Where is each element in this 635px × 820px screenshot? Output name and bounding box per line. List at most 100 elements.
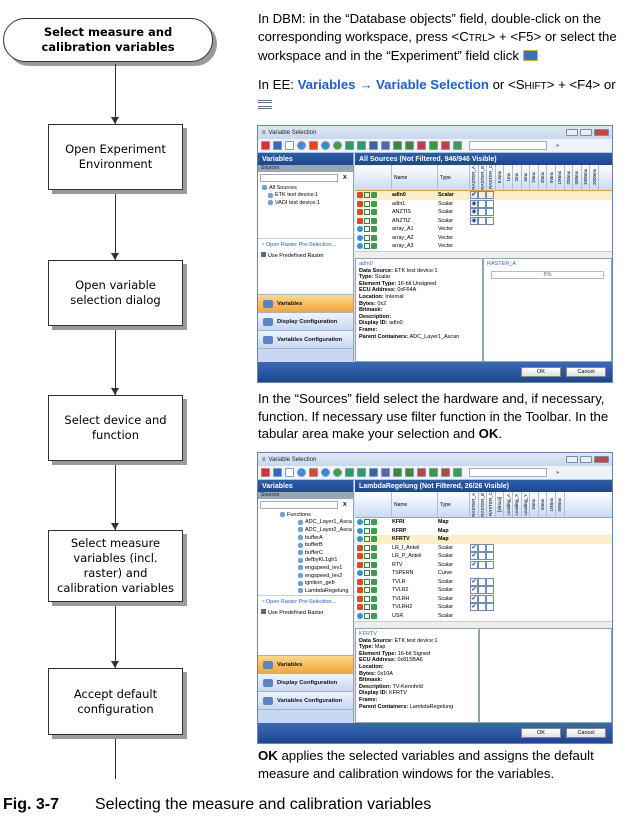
raster-checkbox[interactable] xyxy=(478,191,486,200)
raster-checkbox[interactable] xyxy=(486,552,494,561)
filter-input[interactable] xyxy=(469,141,547,150)
tree-item[interactable]: ETK test device:1 xyxy=(258,192,353,200)
tree-item[interactable]: bufferB xyxy=(258,541,353,549)
column-raster[interactable]: Leading_X xyxy=(513,492,522,517)
column-name[interactable]: Name xyxy=(392,492,438,517)
toolbar-icon[interactable] xyxy=(393,468,402,477)
toolbar-icon[interactable] xyxy=(357,141,366,150)
toolbar-icon[interactable] xyxy=(321,468,330,477)
toolbar-icon[interactable] xyxy=(309,141,318,150)
nav-variables-configuration[interactable]: Variables Configuration xyxy=(258,330,353,348)
column-raster[interactable]: 500ms xyxy=(556,492,565,517)
toolbar-icon[interactable] xyxy=(345,468,354,477)
raster-checkbox[interactable] xyxy=(478,603,486,612)
toolbar-icon[interactable] xyxy=(453,141,462,150)
raster-checkbox[interactable] xyxy=(486,560,494,569)
use-predefined-raster-checkbox[interactable]: Use Predefined Raster xyxy=(261,252,350,262)
column-raster[interactable]: RASTER_C xyxy=(487,492,496,517)
column-raster[interactable]: 1000ms xyxy=(582,165,591,190)
raster-checkbox[interactable]: ✔ xyxy=(470,191,478,200)
ok-button[interactable]: OK xyxy=(521,367,561,377)
toolbar-icon[interactable] xyxy=(369,468,378,477)
nav-display-configuration[interactable]: Display Configuration xyxy=(258,312,353,330)
raster-checkbox[interactable] xyxy=(486,216,494,225)
raster-checkbox[interactable]: ◉ xyxy=(470,199,478,208)
toolbar-icon[interactable] xyxy=(297,468,306,477)
raster-checkbox[interactable]: ✔ xyxy=(470,603,478,612)
menu-variables[interactable]: Variables xyxy=(297,77,356,92)
raster-checkbox[interactable]: ◉ xyxy=(470,216,478,225)
raster-checkbox[interactable] xyxy=(478,560,486,569)
column-raster[interactable]: [Virtual] xyxy=(496,492,505,517)
column-type[interactable]: Type xyxy=(438,165,470,190)
toolbar-icon[interactable] xyxy=(369,141,378,150)
tree-item[interactable]: Functions xyxy=(258,511,353,519)
column-raster[interactable]: 2000ms xyxy=(590,165,599,190)
raster-checkbox[interactable] xyxy=(478,543,486,552)
toolbar-icon[interactable] xyxy=(441,141,450,150)
toolbar-icon[interactable] xyxy=(417,468,426,477)
cancel-button[interactable]: Cancel xyxy=(566,367,606,377)
toolbar-icon[interactable] xyxy=(309,468,318,477)
use-predefined-raster-checkbox[interactable]: Use Predefined Raster xyxy=(261,609,350,619)
clear-filter-button[interactable]: X xyxy=(343,502,347,508)
column-raster[interactable]: RASTER_C xyxy=(487,165,496,190)
column-raster[interactable]: 1ms xyxy=(504,165,513,190)
raster-checkbox[interactable] xyxy=(486,577,494,586)
tree-item[interactable]: ADC_Layer2_Asca xyxy=(258,526,353,534)
column-raster[interactable]: 2ms xyxy=(513,165,522,190)
raster-checkbox[interactable] xyxy=(478,586,486,595)
column-type[interactable]: Type xyxy=(438,492,470,517)
raster-checkbox[interactable] xyxy=(486,586,494,595)
raster-checkbox[interactable]: ✔ xyxy=(470,586,478,595)
toolbar-icon[interactable] xyxy=(273,141,282,150)
tree-item[interactable]: LambdaRegelung xyxy=(258,587,353,595)
column-raster[interactable]: 10ms xyxy=(530,492,539,517)
horizontal-scrollbar[interactable] xyxy=(355,251,612,258)
tree-item[interactable]: bufferA xyxy=(258,534,353,542)
toolbar-icon[interactable] xyxy=(285,141,294,150)
nav-variables[interactable]: Variables xyxy=(258,294,353,312)
menu-variable-selection[interactable]: Variable Selection xyxy=(376,77,489,92)
column-name[interactable]: Name xyxy=(392,165,438,190)
toolbar-icon[interactable] xyxy=(429,468,438,477)
ok-button[interactable]: OK xyxy=(521,728,561,738)
raster-checkbox[interactable] xyxy=(486,594,494,603)
toolbar-icon[interactable] xyxy=(441,468,450,477)
column-raster[interactable]: Leading_A xyxy=(504,492,513,517)
raster-checkbox[interactable] xyxy=(478,208,486,217)
toolbar-icon[interactable] xyxy=(333,141,342,150)
raster-checkbox[interactable]: ✔ xyxy=(470,543,478,552)
column-raster[interactable]: 500ms xyxy=(573,165,582,190)
nav-variables[interactable]: Variables xyxy=(258,655,353,673)
tree-item[interactable]: VADI test device:1 xyxy=(258,199,353,207)
tree-item[interactable]: All Sources xyxy=(258,184,353,192)
minimize-button[interactable] xyxy=(566,129,578,136)
toolbar-icon[interactable] xyxy=(357,468,366,477)
raster-checkbox[interactable] xyxy=(486,199,494,208)
raster-checkbox[interactable] xyxy=(486,208,494,217)
column-raster[interactable]: RASTER_B xyxy=(479,165,488,190)
raster-checkbox[interactable] xyxy=(486,603,494,612)
column-raster[interactable]: RASTER_A xyxy=(470,165,479,190)
toolbar-icon[interactable] xyxy=(285,468,294,477)
more-icon[interactable]: » xyxy=(556,469,560,476)
raster-checkbox[interactable] xyxy=(478,552,486,561)
toolbar-icon[interactable] xyxy=(273,468,282,477)
column-raster[interactable]: 50ms xyxy=(539,492,548,517)
raster-checkbox[interactable]: ✔ xyxy=(470,560,478,569)
raster-checkbox[interactable] xyxy=(478,199,486,208)
raster-checkbox[interactable]: ✔ xyxy=(470,594,478,603)
